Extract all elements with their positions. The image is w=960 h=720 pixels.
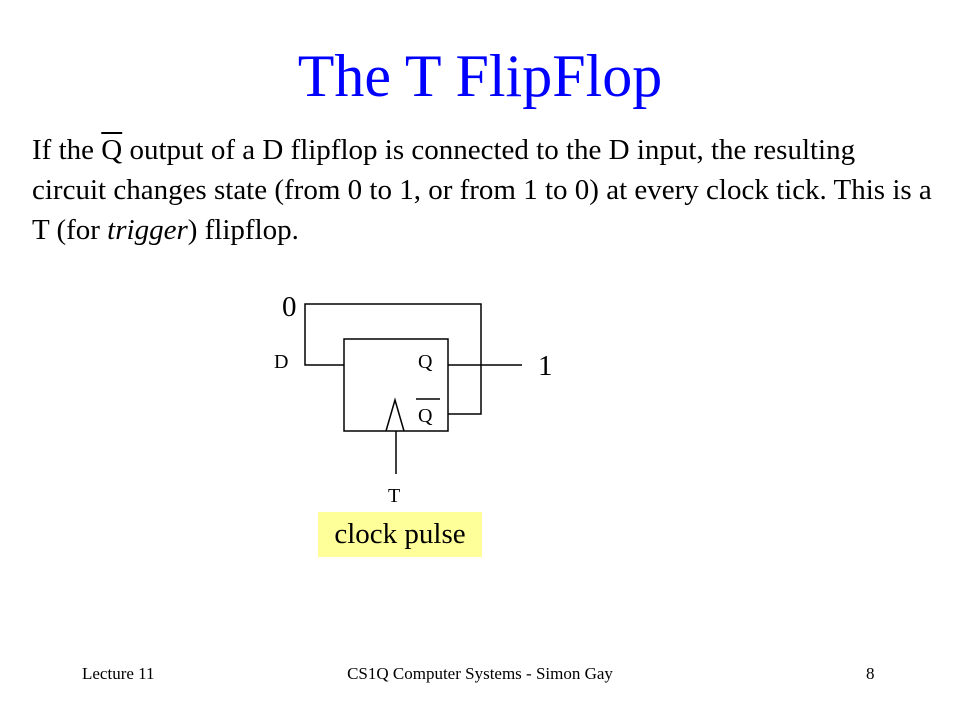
- body-qbar: Q: [101, 134, 123, 166]
- body-text-part-3: ) flipflop.: [187, 214, 299, 246]
- body-emphasis-trigger: trigger: [107, 214, 188, 246]
- t-input-label: T: [388, 485, 401, 507]
- footer-course: CS1Q Computer Systems - Simon Gay: [347, 664, 613, 683]
- d-input-label: D: [274, 351, 289, 373]
- footer-lecture: Lecture 11: [82, 664, 155, 683]
- footer-page-number: 8: [866, 664, 875, 683]
- body-text-part-1: If the: [32, 134, 102, 166]
- body-text-part-2: output of a D flipflop is connected to t…: [32, 134, 932, 246]
- slide-title: The T FlipFlop: [297, 43, 663, 109]
- clock-triangle: [385, 397, 405, 432]
- feedback-value-label: 0: [282, 291, 297, 323]
- output-value-label: 1: [538, 350, 553, 382]
- clock-pulse-label: clock pulse: [334, 518, 466, 550]
- body-paragraph: If the Q output of a D flipflop is conne…: [32, 130, 932, 250]
- q-output-label: Q: [418, 351, 433, 373]
- qbar-output-label: Q: [418, 405, 433, 427]
- feedback-wire: [304, 303, 482, 415]
- clock-pulse-highlight: [318, 512, 482, 557]
